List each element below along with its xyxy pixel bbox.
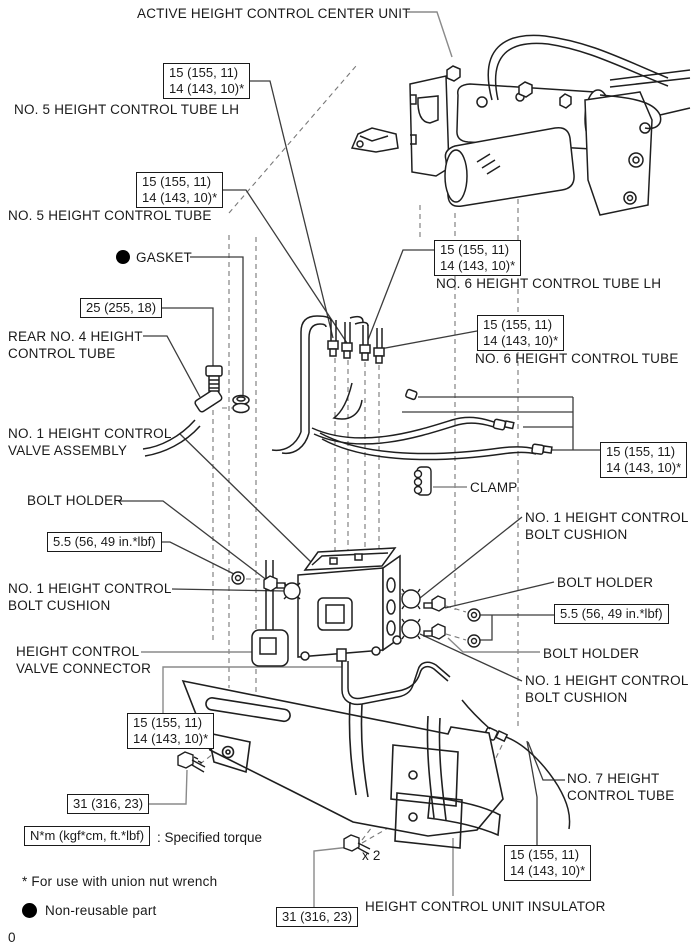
label-no1-height-control-valve-assembly: NO. 1 HEIGHT CONTROL VALVE ASSEMBLY (8, 426, 172, 458)
clamp-drawing (413, 466, 432, 496)
non-reusable-dot-icon (116, 250, 130, 264)
torque-box-no7-tube: 15 (155, 11) 14 (143, 10)* (504, 845, 592, 881)
torque-box-right-tubes: 15 (155, 11) 14 (143, 10)* (600, 442, 688, 478)
fastener-cluster-drawing (231, 571, 481, 648)
tube-bundle-drawing (271, 315, 553, 461)
footnote-union-nut-wrench: * For use with union nut wrench (22, 874, 218, 889)
label-x2-quantity: x 2 (362, 848, 381, 863)
label-rear-no4-height-control-tube: REAR NO. 4 HEIGHT CONTROL TUBE (8, 329, 143, 361)
label-no1-bolt-cushion-left: NO. 1 HEIGHT CONTROL BOLT CUSHION (8, 581, 172, 613)
label-bolt-holder-right-upper: BOLT HOLDER (557, 575, 654, 590)
label-no5-height-control-tube-lh: NO. 5 HEIGHT CONTROL TUBE LH (14, 102, 240, 117)
valve-connector-drawing (251, 560, 289, 667)
label-no1-bolt-cushion-right-lower: NO. 1 HEIGHT CONTROL BOLT CUSHION (525, 673, 689, 705)
label-bolt-holder-right-lower: BOLT HOLDER (543, 646, 640, 661)
torque-box-31-bottom: 31 (316, 23) (276, 907, 359, 927)
legend-torque-suffix: : Specified torque (157, 830, 263, 845)
page-marker: 0 (8, 930, 16, 945)
label-no7-height-control-tube: NO. 7 HEIGHT CONTROL TUBE (567, 771, 675, 803)
label-no1-bolt-cushion-right-upper: NO. 1 HEIGHT CONTROL BOLT CUSHION (525, 510, 689, 542)
non-reusable-dot-icon (22, 903, 37, 918)
mount-bolt-drawing (177, 751, 371, 855)
leader-lines-dark (118, 80, 600, 846)
label-height-control-valve-connector: HEIGHT CONTROL VALVE CONNECTOR (16, 644, 152, 676)
label-active-height-control-center-unit: ACTIVE HEIGHT CONTROL CENTER UNIT (137, 6, 411, 21)
footnote-non-reusable-part: Non-reusable part (45, 903, 157, 918)
center-unit-drawing (350, 34, 691, 216)
label-no6-height-control-tube: NO. 6 HEIGHT CONTROL TUBE (475, 351, 679, 366)
torque-box-31-left: 31 (316, 23) (67, 794, 150, 814)
legend-torque-unit-box: N*m (kgf*cm, ft.*lbf) (24, 826, 151, 846)
torque-box-55-right: 5.5 (56, 49 in.*lbf) (554, 604, 669, 624)
torque-box-55-left: 5.5 (56, 49 in.*lbf) (47, 532, 162, 552)
label-no6-height-control-tube-lh: NO. 6 HEIGHT CONTROL TUBE LH (436, 276, 662, 291)
torque-box-valve-tube-bottom-left: 15 (155, 11) 14 (143, 10)* (127, 713, 215, 749)
label-no5-height-control-tube: NO. 5 HEIGHT CONTROL TUBE (8, 208, 212, 223)
label-height-control-unit-insulator: HEIGHT CONTROL UNIT INSULATOR (365, 899, 606, 914)
rear-no4-tube-drawing (142, 365, 250, 457)
valve-assembly-drawing (297, 547, 402, 661)
torque-box-no6-tube-lh: 15 (155, 11) 14 (143, 10)* (434, 240, 522, 276)
label-bolt-holder-left: BOLT HOLDER (27, 493, 124, 508)
torque-box-no6-tube: 15 (155, 11) 14 (143, 10)* (477, 315, 565, 351)
torque-box-no5-tube: 15 (155, 11) 14 (143, 10)* (136, 172, 224, 208)
insulator-drawing (181, 679, 504, 849)
label-clamp: CLAMP (470, 480, 518, 495)
torque-box-no5-tube-lh: 15 (155, 11) 14 (143, 10)* (163, 63, 251, 99)
label-gasket: GASKET (136, 250, 192, 265)
leader-lines-gray (141, 11, 540, 908)
torque-box-union-bolt-25: 25 (255, 18) (80, 298, 163, 318)
